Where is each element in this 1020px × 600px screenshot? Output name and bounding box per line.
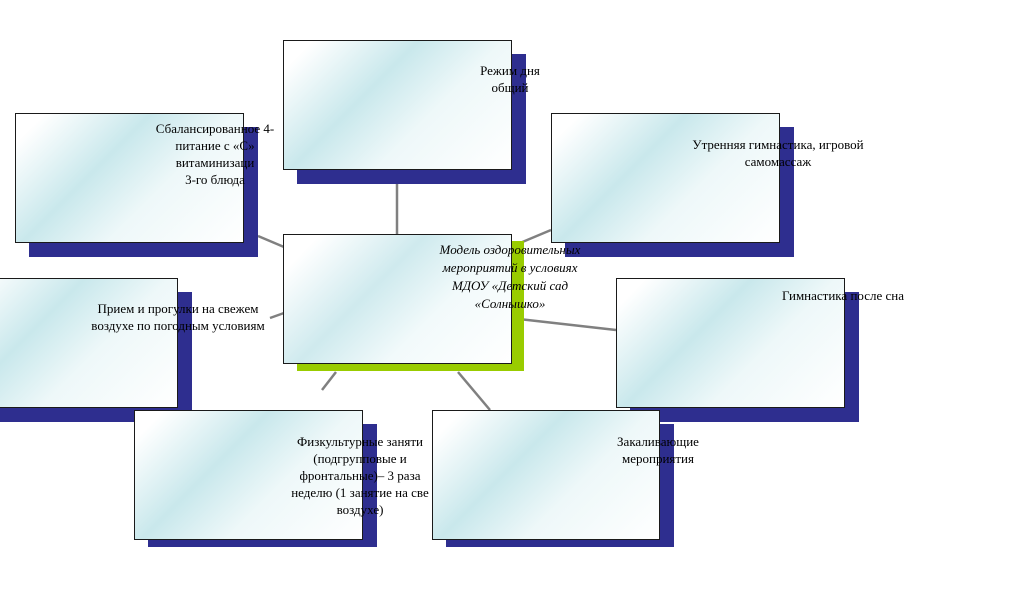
hardening-label: Закаливающие мероприятия bbox=[617, 434, 699, 466]
connector-hardening bbox=[457, 371, 491, 411]
connector-after-sleep bbox=[509, 316, 617, 332]
connector-gymnastics bbox=[519, 228, 552, 245]
gymnastics-label: Утренняя гимнастика, игровой самомассаж bbox=[692, 137, 864, 169]
connector-walks bbox=[269, 311, 285, 320]
nutrition-box bbox=[15, 113, 244, 243]
center-label: Модель оздоровительных мероприятий в усл… bbox=[439, 242, 581, 311]
connector-nutrition bbox=[257, 234, 285, 249]
after-sleep-label: Гимнастика после сна bbox=[781, 288, 905, 303]
center-box bbox=[283, 234, 512, 364]
hardening-box bbox=[432, 410, 660, 540]
pe-label: Физкультурные заняти (подгрупповые и фро… bbox=[291, 434, 429, 517]
walks-label: Прием и прогулки на свежем воздухе по по… bbox=[91, 301, 265, 333]
pe-box bbox=[134, 410, 363, 540]
regime-label: Режим дня общий bbox=[480, 63, 540, 95]
nutrition-label: Сбалансированное 4- питание с «С» витами… bbox=[155, 121, 275, 187]
after-sleep-box bbox=[616, 278, 845, 408]
walks-box bbox=[0, 278, 178, 408]
connector-pe bbox=[321, 371, 337, 391]
regime-box bbox=[283, 40, 512, 170]
gymnastics-box bbox=[551, 113, 780, 243]
